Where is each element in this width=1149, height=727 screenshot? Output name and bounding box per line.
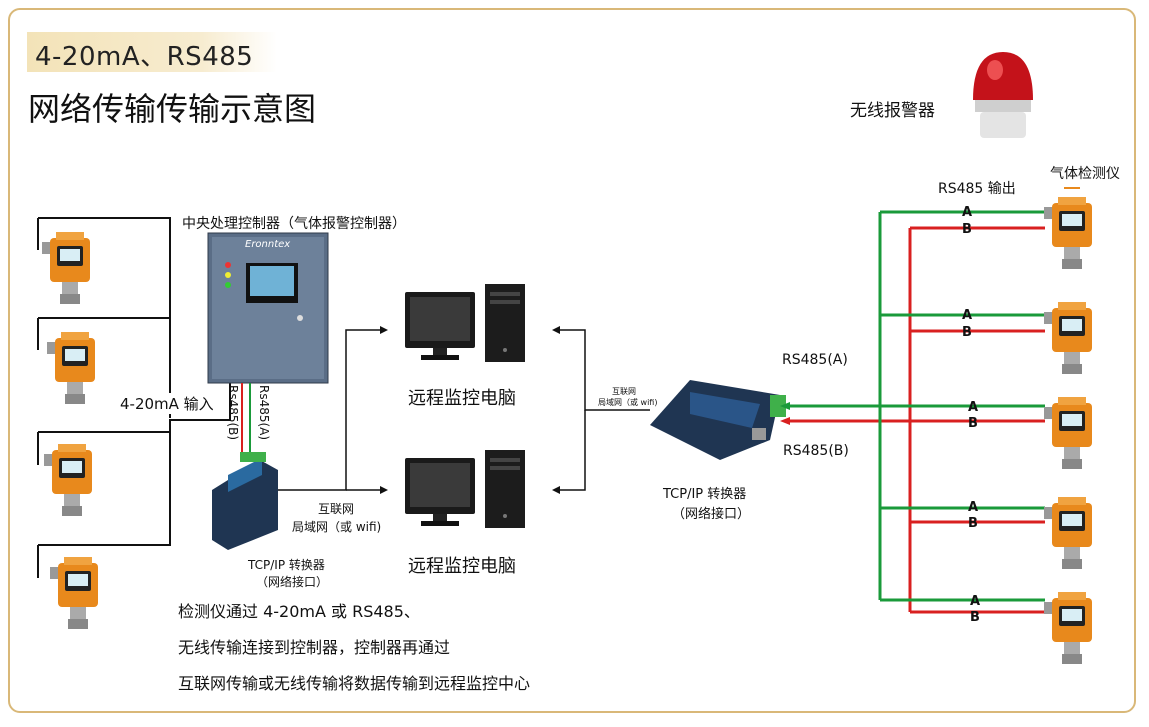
detector-label: 气体检测仪 bbox=[1050, 166, 1120, 182]
rs485-bus bbox=[780, 210, 1045, 614]
remote-pc-top bbox=[405, 284, 525, 362]
wire-a-label-3: A bbox=[968, 400, 979, 415]
wire-a-label-4: A bbox=[968, 500, 979, 515]
input-label: 4-20mA 输入 bbox=[118, 393, 216, 414]
left-detector-group bbox=[37, 217, 231, 629]
rs485-a-label: RS485(A) bbox=[782, 352, 848, 368]
rs485-b-vertical: Rs485(B) bbox=[226, 385, 240, 441]
tcp-converter-left bbox=[212, 452, 278, 550]
controller-brand: Eronntex bbox=[245, 239, 290, 250]
tcp-right-label-2: （网络接口） bbox=[672, 507, 751, 522]
wireless-alarm bbox=[973, 52, 1033, 138]
tcp-left-label-2: （网络接口） bbox=[256, 575, 329, 589]
detector-left-4 bbox=[50, 557, 98, 629]
detector-left-1 bbox=[42, 232, 90, 304]
wire-b-label-1: B bbox=[962, 222, 972, 237]
alarm-label: 无线报警器 bbox=[850, 101, 935, 121]
wire-a-label-1: A bbox=[962, 205, 973, 220]
rs485-a-vertical: Rs485(A) bbox=[257, 385, 271, 441]
tcp-converter-right bbox=[650, 380, 786, 460]
description-line-1: 检测仪通过 4-20mA 或 RS485、 bbox=[178, 602, 420, 621]
remote-pc-bottom bbox=[405, 450, 525, 528]
controller-label: 中央处理控制器（气体报警控制器） bbox=[182, 216, 406, 232]
outer-frame bbox=[8, 8, 1136, 713]
wire-b-label-5: B bbox=[970, 610, 980, 625]
detector-left-3 bbox=[44, 444, 92, 516]
detector-right-5 bbox=[1044, 592, 1092, 664]
internet-right-2: 局域网（或 wifi) bbox=[598, 398, 658, 407]
remote-pc-label-top: 远程监控电脑 bbox=[408, 388, 516, 409]
wire-a-label-2: A bbox=[962, 308, 973, 323]
description-line-2: 无线传输连接到控制器，控制器再通过 bbox=[178, 638, 451, 657]
internet-left-1: 互联网 bbox=[318, 502, 355, 516]
page-title: 网络传输传输示意图 bbox=[28, 90, 317, 128]
detector-right-3 bbox=[1044, 397, 1092, 469]
wire-b-label-4: B bbox=[968, 516, 978, 531]
detector-right-2 bbox=[1044, 302, 1092, 374]
tcp-right-label-1: TCP/IP 转换器 bbox=[663, 487, 747, 502]
tcp-left-label-1: TCP/IP 转换器 bbox=[248, 558, 325, 572]
tag-line: 4-20mA、RS485 bbox=[35, 42, 254, 72]
detector-left-2 bbox=[47, 332, 95, 404]
wire-a-label-5: A bbox=[970, 594, 981, 609]
internet-right-1: 互联网 bbox=[612, 387, 636, 396]
detector-right-4 bbox=[1044, 497, 1092, 569]
description-line-3: 互联网传输或无线传输将数据传输到远程监控中心 bbox=[178, 674, 531, 693]
wire-b-label-2: B bbox=[962, 325, 972, 340]
internet-left-2: 局域网（或 wifi) bbox=[292, 520, 382, 534]
controller-cabinet bbox=[207, 232, 329, 384]
wire-b-label-3: B bbox=[968, 416, 978, 431]
remote-pc-label-bottom: 远程监控电脑 bbox=[408, 556, 516, 577]
rs485-output-label: RS485 输出 bbox=[938, 181, 1016, 197]
rs485-b-label: RS485(B) bbox=[783, 443, 849, 459]
tag-banner: 4-20mA、RS485 bbox=[27, 32, 277, 72]
detector-right-1 bbox=[1044, 197, 1092, 269]
